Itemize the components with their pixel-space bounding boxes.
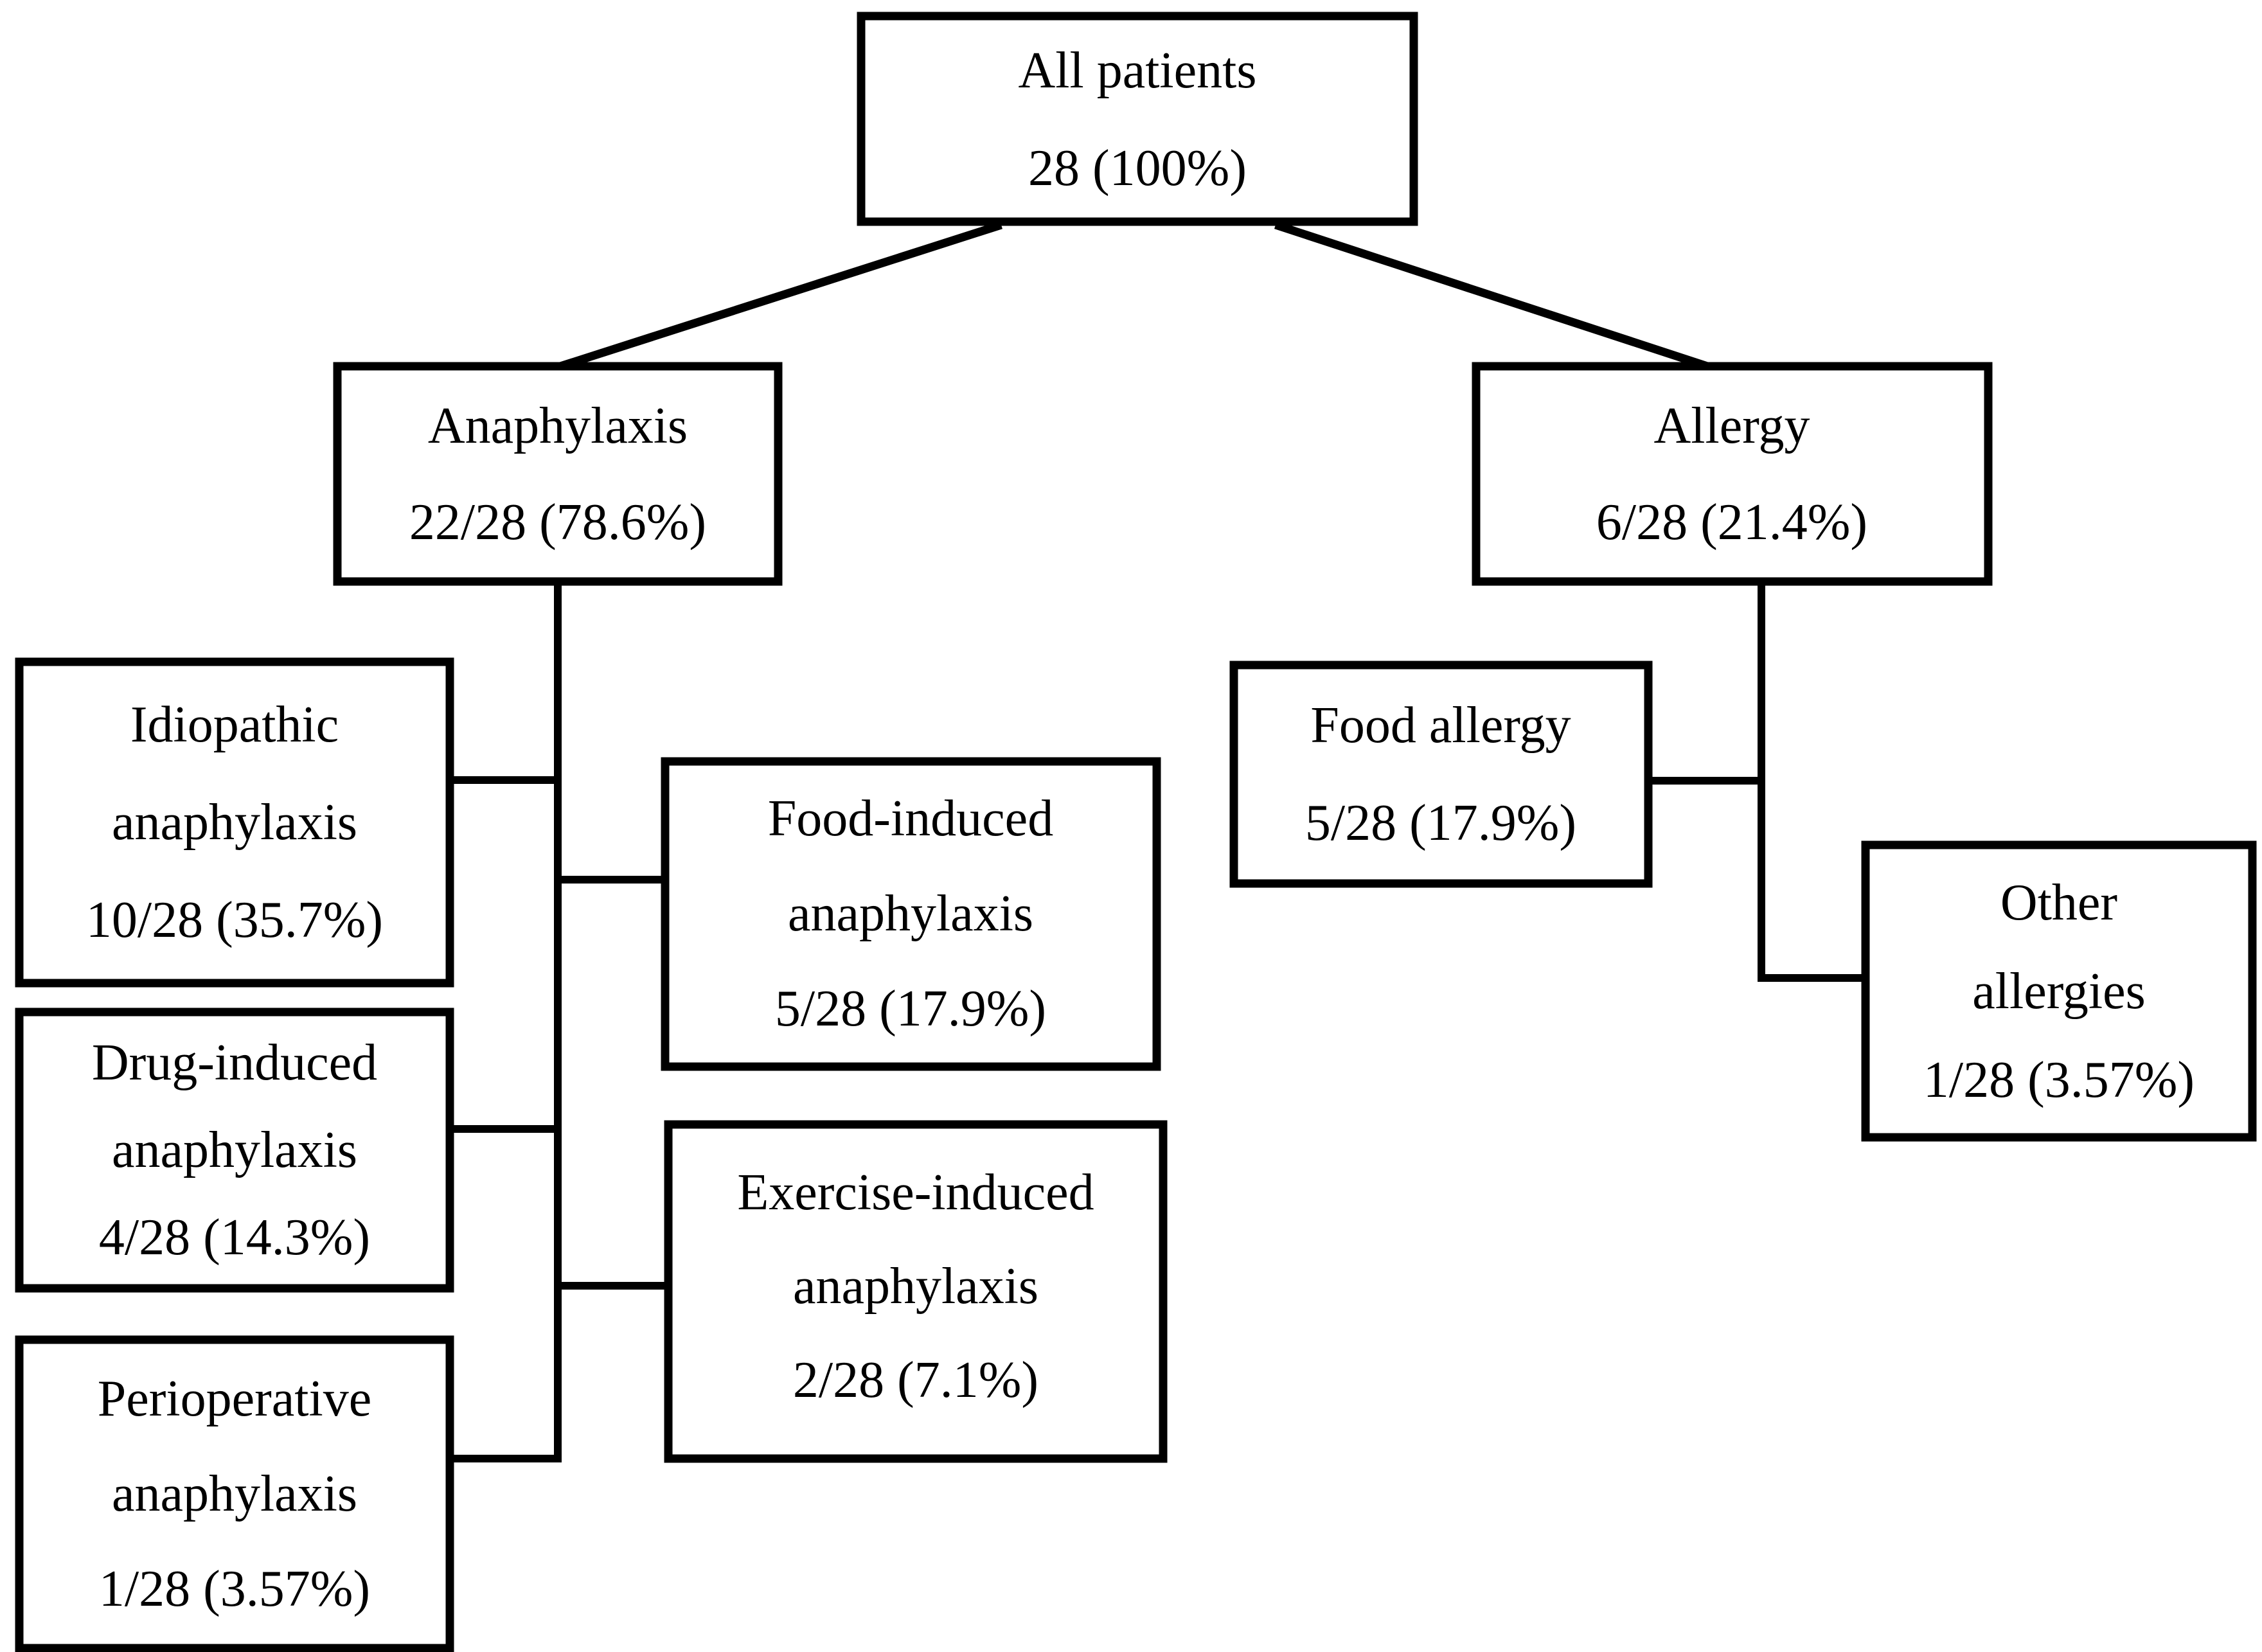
node-exercise-induced-anaphylaxis: Exercise-induced anaphylaxis 2/28 (7.1%) bbox=[664, 1120, 1168, 1463]
node-other-allergies: Other allergies 1/28 (3.57%) bbox=[1861, 840, 2257, 1142]
node-value: 1/28 (3.57%) bbox=[99, 1561, 370, 1617]
node-label: Other bbox=[2000, 875, 2117, 931]
node-label: Perioperative bbox=[98, 1371, 371, 1427]
node-label: Food-induced bbox=[768, 790, 1053, 847]
node-value: 5/28 (17.9%) bbox=[1305, 795, 1576, 851]
node-box bbox=[333, 362, 783, 586]
node-label: Exercise-induced bbox=[737, 1164, 1094, 1221]
node-label: anaphylaxis bbox=[788, 885, 1033, 942]
node-perioperative-anaphylaxis: Perioperative anaphylaxis 1/28 (3.57%) bbox=[15, 1335, 454, 1652]
node-box bbox=[15, 1008, 454, 1293]
node-box bbox=[857, 12, 1418, 226]
node-value: 10/28 (35.7%) bbox=[86, 892, 383, 948]
node-label: anaphylaxis bbox=[112, 1466, 357, 1522]
node-value: 28 (100%) bbox=[1028, 140, 1247, 197]
connectors bbox=[446, 220, 1869, 1462]
node-label: allergies bbox=[1972, 963, 2146, 1020]
node-box bbox=[664, 1120, 1168, 1463]
node-box bbox=[15, 657, 454, 988]
node-value: 6/28 (21.4%) bbox=[1596, 494, 1867, 551]
node-food-allergy: Food allergy 5/28 (17.9%) bbox=[1229, 661, 1653, 888]
node-food-induced-anaphylaxis: Food-induced anaphylaxis 5/28 (17.9%) bbox=[661, 757, 1161, 1071]
node-value: 2/28 (7.1%) bbox=[793, 1352, 1038, 1408]
node-label: anaphylaxis bbox=[793, 1258, 1038, 1315]
node-all-patients: All patients 28 (100%) bbox=[857, 12, 1418, 226]
node-drug-induced-anaphylaxis: Drug-induced anaphylaxis 4/28 (14.3%) bbox=[15, 1008, 454, 1293]
node-box bbox=[1229, 661, 1653, 888]
node-label: All patients bbox=[1018, 42, 1256, 99]
node-box bbox=[15, 1335, 454, 1652]
edge-allpatients-anaphylaxis bbox=[559, 220, 1002, 371]
node-allergy: Allergy 6/28 (21.4%) bbox=[1472, 362, 1993, 586]
node-label: Allergy bbox=[1654, 398, 1810, 454]
node-anaphylaxis: Anaphylaxis 22/28 (78.6%) bbox=[333, 362, 783, 586]
node-label: anaphylaxis bbox=[112, 794, 357, 851]
node-idiopathic-anaphylaxis: Idiopathic anaphylaxis 10/28 (35.7%) bbox=[15, 657, 454, 988]
node-value: 22/28 (78.6%) bbox=[409, 494, 706, 551]
node-label: Drug-induced bbox=[92, 1035, 377, 1091]
node-box bbox=[1472, 362, 1993, 586]
node-label: Anaphylaxis bbox=[428, 398, 688, 454]
node-value: 1/28 (3.57%) bbox=[1923, 1052, 2195, 1108]
node-label: Food allergy bbox=[1310, 697, 1571, 754]
node-value: 5/28 (17.9%) bbox=[775, 981, 1046, 1037]
node-label: anaphylaxis bbox=[112, 1122, 357, 1178]
node-box bbox=[661, 757, 1161, 1071]
node-box bbox=[1861, 840, 2257, 1142]
node-value: 4/28 (14.3%) bbox=[99, 1209, 370, 1266]
edge-allpatients-allergy bbox=[1274, 220, 1709, 371]
node-label: Idiopathic bbox=[130, 697, 339, 753]
